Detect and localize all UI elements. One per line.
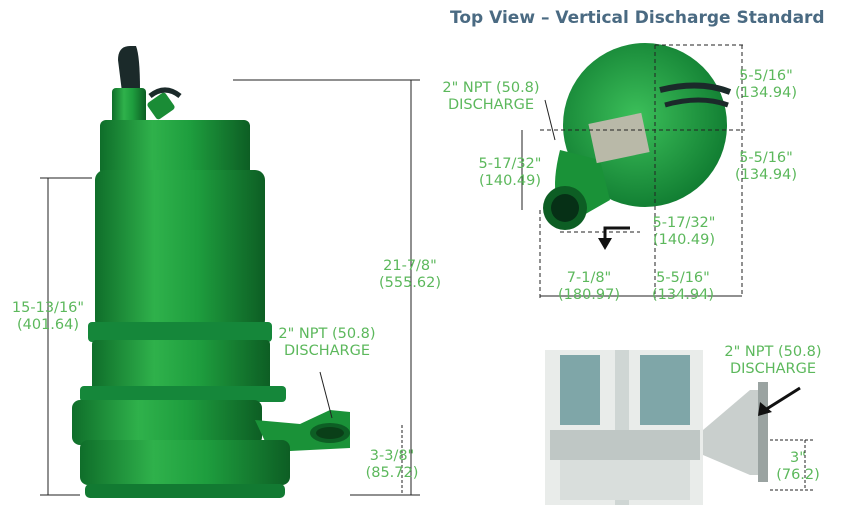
cross-section bbox=[545, 350, 768, 505]
top-mid-dimension: 5-17/32"(140.49) bbox=[652, 215, 716, 248]
top-left-dimension: 5-17/32"(140.49) bbox=[478, 156, 542, 189]
side-discharge-label: 2" NPT (50.8)DISCHARGE bbox=[278, 326, 376, 359]
page-title: Top View – Vertical Discharge Standard bbox=[450, 8, 825, 28]
top-discharge-label: 2" NPT (50.8)DISCHARGE bbox=[442, 80, 540, 113]
bottom-left-dimension: 7-1/8"(180.97) bbox=[557, 270, 621, 303]
overall-height-label: 21-7/8"(555.62) bbox=[378, 258, 442, 291]
motor-height-label: 15-13/16"(401.64) bbox=[11, 300, 85, 333]
pump-top-view bbox=[543, 43, 732, 230]
top-dimensions bbox=[521, 44, 745, 300]
discharge-height-label: 3-3/8"(85.72) bbox=[365, 448, 419, 481]
top-right-lower-dimension: 5-5/16"(134.94) bbox=[734, 150, 798, 183]
section-arrow bbox=[758, 386, 801, 416]
section-discharge-label: 2" NPT (50.8)DISCHARGE bbox=[724, 344, 822, 377]
bottom-right-dimension: 5-5/16"(134.94) bbox=[651, 270, 715, 303]
side-dimensions bbox=[40, 79, 420, 496]
flange-height-label: 3"(76.2) bbox=[776, 450, 820, 483]
top-right-upper-dimension: 5-5/16"(134.94) bbox=[734, 68, 798, 101]
pump-side-view bbox=[72, 46, 350, 498]
flow-arrow bbox=[598, 226, 630, 250]
section-dimensions bbox=[770, 439, 815, 491]
